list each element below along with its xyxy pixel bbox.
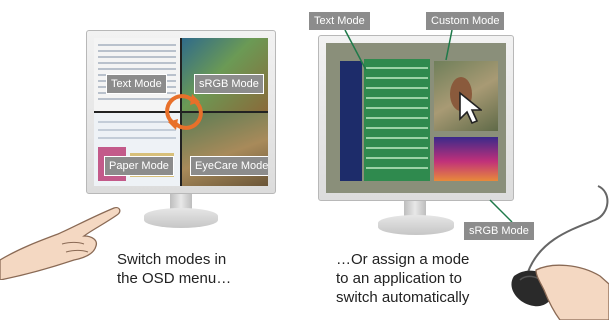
srgb-mode-label: sRGB Mode [194,74,264,94]
eyecare-mode-label: EyeCare Mode [190,156,268,176]
monitor-stand-base [144,208,218,228]
paper-mode-label: Paper Mode [104,156,174,176]
custom-mode-label: Custom Mode [426,12,505,30]
left-caption: Switch modes in the OSD menu… [117,250,231,288]
rotate-arrows-icon [165,94,203,130]
right-caption-line2: to an application to [336,270,462,287]
monitor-stand-base [378,215,454,235]
left-caption-line2: the OSD menu… [117,270,232,287]
monitor-stand-neck [404,201,426,219]
monitor-screen: Text Mode sRGB Mode Paper Mode EyeCare M… [94,38,268,186]
mouse-icon [511,185,609,320]
left-caption-line1: Switch modes in [117,251,227,268]
right-monitor [318,35,514,201]
hand-icon [0,206,121,280]
right-caption-line1: …Or assign a mode [336,251,470,268]
left-monitor: Text Mode sRGB Mode Paper Mode EyeCare M… [86,30,276,194]
custom-mode-leader [445,29,453,61]
text-mode-label: Text Mode [106,74,167,94]
text-mode-label: Text Mode [309,12,370,30]
text-mode-leader [344,29,367,71]
srgb-mode-label: sRGB Mode [464,222,534,240]
mouse-pointer-icon [459,91,482,125]
right-caption-line3: switch automatically [336,289,470,306]
right-caption: …Or assign a mode to an application to s… [336,250,469,307]
srgb-mode-leader [489,199,513,223]
monitor-screen [326,43,506,193]
monitor-stand-neck [170,194,192,212]
